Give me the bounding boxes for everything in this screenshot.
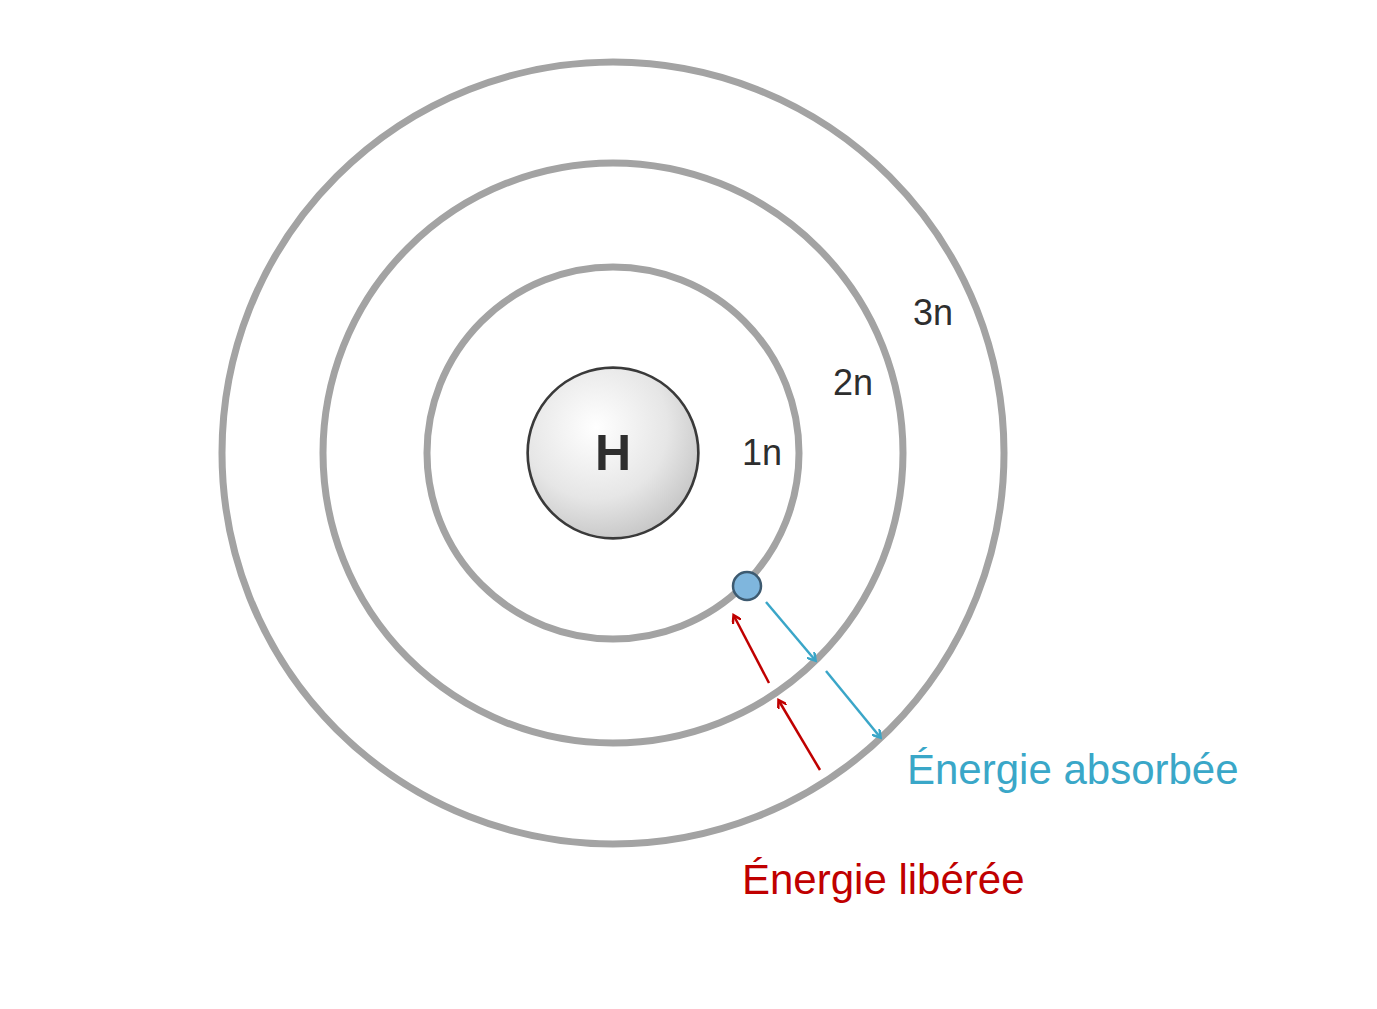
- release-arrow: [734, 616, 769, 683]
- nucleus-circle: H: [525, 365, 701, 541]
- electron: [733, 572, 761, 600]
- release-arrow: [779, 701, 820, 770]
- orbit-1: [427, 267, 799, 639]
- absorbed-label: Énergie absorbée: [907, 749, 1239, 791]
- absorb-arrow: [826, 671, 880, 737]
- orbit-label: 2n: [833, 365, 873, 401]
- orbit-2: [323, 163, 903, 743]
- orbit-label: 3n: [913, 295, 953, 331]
- released-label: Énergie libérée: [742, 859, 1025, 901]
- orbit-label: 1n: [742, 435, 782, 471]
- element-symbol: H: [595, 424, 631, 482]
- orbit-3: [222, 62, 1004, 844]
- absorb-arrow: [766, 602, 815, 660]
